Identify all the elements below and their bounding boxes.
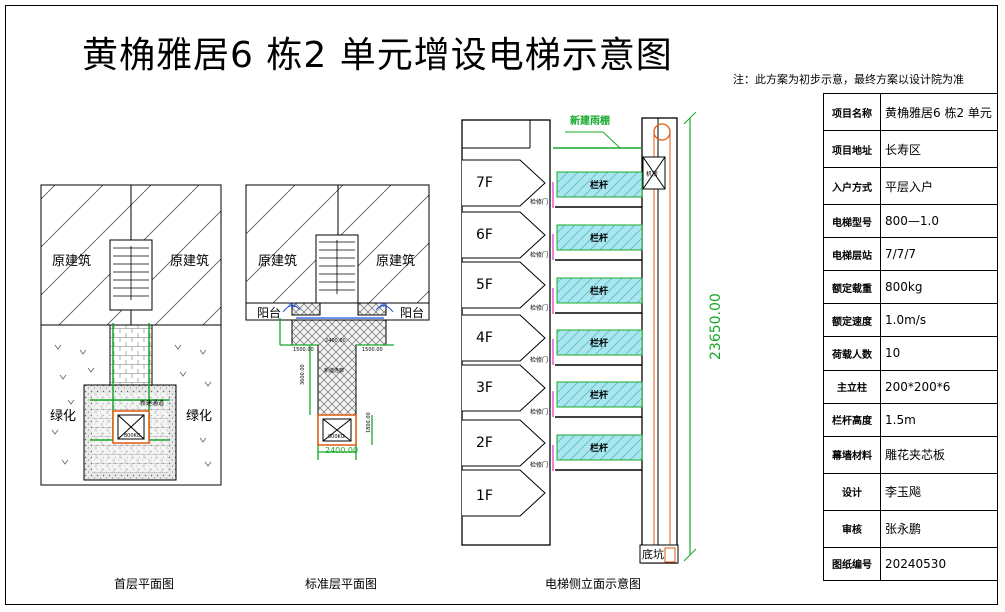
existing-building-left-label: 原建筑 <box>52 254 92 269</box>
drawing-title: 黄桷雅居6 栋2 单元增设电梯示意图 <box>82 35 673 76</box>
info-key: 图纸编号 <box>823 546 881 582</box>
floor-label-3f: 3F <box>476 380 493 396</box>
info-row: 设计李玉飚 <box>823 472 998 511</box>
existing-building-right-label: 原建筑 <box>170 254 210 269</box>
info-value: 张永鹏 <box>880 509 998 548</box>
elevator-tag: 800KG <box>328 434 345 440</box>
balcony-left-label: 阳台 <box>257 306 282 320</box>
info-key: 栏杆高度 <box>823 402 881 437</box>
elevation-caption: 电梯侧立面示意图 <box>545 577 642 591</box>
info-row: 项目名称黄桷雅居6 栋2 单元 <box>823 92 998 132</box>
info-key: 额定速度 <box>823 303 881 338</box>
info-value: 200*200*6 <box>880 369 998 404</box>
info-key: 项目地址 <box>823 130 881 169</box>
dim-right: 1500.00 <box>362 347 383 353</box>
drawing-frame <box>5 5 998 605</box>
greenery-left-label: 绿化 <box>50 409 77 424</box>
dim-left: 1500.00 <box>293 347 314 353</box>
info-value: 雕花夹芯板 <box>880 435 998 474</box>
dim-vertical: 3600.00 <box>300 364 306 385</box>
existing-building-left-label: 原建筑 <box>258 254 298 269</box>
floor-label-6f: 6F <box>476 227 493 243</box>
greenery-right-label: 绿化 <box>186 409 213 424</box>
balcony-right-label: 阳台 <box>400 306 425 320</box>
railing-label: 栏杆 <box>590 234 609 244</box>
info-row: 审核张永鹏 <box>823 509 998 548</box>
maintenance-door-label: 检修门 <box>530 252 549 259</box>
new-corridor-label: 新建连廊 <box>324 368 345 374</box>
railing-label: 栏杆 <box>590 339 609 349</box>
info-value: 20240530 <box>880 546 998 582</box>
canopy-label: 新建雨棚 <box>570 116 610 127</box>
info-value: 长寿区 <box>880 130 998 169</box>
info-value: 800—1.0 <box>880 204 998 239</box>
maintenance-door-label: 检修门 <box>530 199 549 206</box>
ground-floor-caption: 首层平面图 <box>114 577 175 591</box>
elevator-elevation <box>461 111 697 564</box>
maintenance-door-label: 检修门 <box>530 357 549 364</box>
railing-label: 栏杆 <box>590 444 609 454</box>
height-dimension: 23650.00 <box>708 293 724 360</box>
info-value: 黄桷雅居6 栋2 单元 <box>880 92 998 132</box>
info-key: 幕墙材料 <box>823 435 881 474</box>
info-key: 审核 <box>823 509 881 548</box>
new-passage-label: 新建通道 <box>140 400 165 407</box>
info-key: 额定载重 <box>823 270 881 305</box>
info-value: 李玉飚 <box>880 472 998 511</box>
railing-label: 栏杆 <box>590 287 609 297</box>
floor-label-4f: 4F <box>476 330 493 346</box>
railing-label: 栏杆 <box>590 181 609 191</box>
info-key: 荷载人数 <box>823 336 881 371</box>
info-key: 入户方式 <box>823 167 881 206</box>
info-row: 项目地址长寿区 <box>823 130 998 169</box>
machine-room-label: 机房 <box>646 171 659 178</box>
info-value: 800kg <box>880 270 998 305</box>
info-key: 项目名称 <box>823 92 881 132</box>
a1-left-label: A1 <box>288 302 296 309</box>
standard-floor-caption: 标准层平面图 <box>305 577 378 591</box>
info-key: 电梯层站 <box>823 237 881 272</box>
existing-building-right-label: 原建筑 <box>376 254 416 269</box>
floor-label-2f: 2F <box>476 435 493 451</box>
standard-floor-plan <box>245 184 430 460</box>
info-value: 1.5m <box>880 402 998 437</box>
info-key: 主立柱 <box>823 369 881 404</box>
dim-top-center: 2400.00 <box>325 338 346 344</box>
maintenance-door-label: 检修门 <box>530 305 549 312</box>
info-value: 1.0m/s <box>880 303 998 338</box>
info-key: 设计 <box>823 472 881 511</box>
a1-right-label: A1 <box>380 302 388 309</box>
maintenance-door-label: 检修门 <box>530 409 549 416</box>
floor-label-1f: 1F <box>476 488 493 504</box>
pit-label: 底坑 <box>642 548 664 561</box>
info-value: 7/7/7 <box>880 237 998 272</box>
disclaimer-note: 注：此方案为初步示意，最终方案以设计院为准 <box>733 73 964 86</box>
maintenance-door-label: 检修门 <box>530 462 549 469</box>
info-value: 平层入户 <box>880 167 998 206</box>
dim-shaft: 1800.00 <box>366 412 372 433</box>
info-value: 10 <box>880 336 998 371</box>
floor-label-7f: 7F <box>476 175 493 191</box>
info-key: 电梯型号 <box>823 204 881 239</box>
info-row: 幕墙材料雕花夹芯板 <box>823 435 998 474</box>
railing-label: 栏杆 <box>590 391 609 401</box>
dim-bottom: 2400.00 <box>325 446 359 455</box>
elevator-tag: 800KG <box>124 433 141 439</box>
floor-label-5f: 5F <box>476 277 493 293</box>
info-row: 入户方式平层入户 <box>823 167 998 206</box>
ground-floor-plan <box>40 184 222 486</box>
